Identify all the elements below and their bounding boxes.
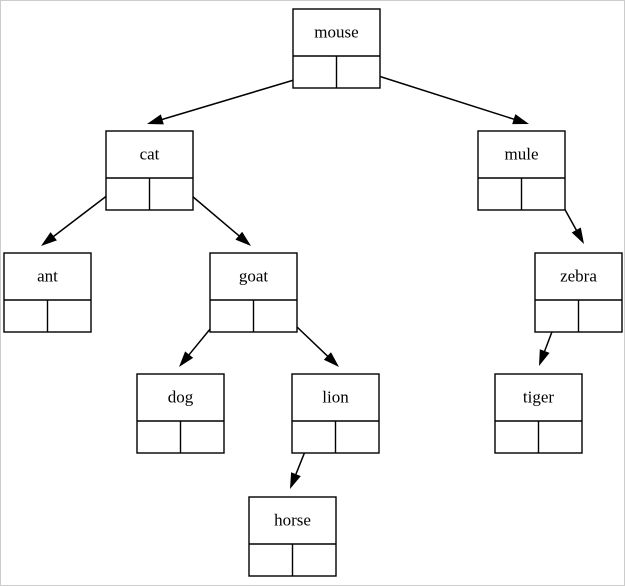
node-label-ant: ant [37, 266, 58, 285]
node-label-horse: horse [274, 510, 311, 529]
tree-node-tiger[interactable]: tiger [494, 373, 583, 454]
tree-node-horse[interactable]: horse [248, 496, 337, 577]
edge-mouse-to-mule [368, 72, 529, 125]
tree-node-mouse[interactable]: mouse [292, 8, 381, 89]
node-left-pointer-cell-lion[interactable] [292, 421, 336, 453]
node-right-pointer-cell-dog[interactable] [181, 421, 225, 453]
node-right-pointer-cell-zebra[interactable] [579, 300, 623, 332]
node-left-pointer-cell-cat[interactable] [106, 178, 150, 210]
tree-node-mule[interactable]: mule [477, 130, 566, 211]
nodes-layer: mouse cat mule ant goat zebra dog lion tiger hors… [3, 8, 623, 577]
tree-node-goat[interactable]: goat [209, 252, 298, 333]
node-left-pointer-cell-goat[interactable] [210, 300, 254, 332]
node-left-pointer-cell-mouse[interactable] [293, 56, 337, 88]
node-label-cat: cat [140, 144, 160, 163]
tree-node-lion[interactable]: lion [291, 373, 380, 454]
node-label-mule: mule [505, 144, 539, 163]
node-label-mouse: mouse [314, 22, 358, 41]
node-left-pointer-cell-dog[interactable] [137, 421, 181, 453]
tree-node-ant[interactable]: ant [3, 252, 92, 333]
node-left-pointer-cell-zebra[interactable] [535, 300, 579, 332]
node-label-tiger: tiger [523, 387, 554, 406]
edge-mouse-to-cat [147, 76, 305, 125]
node-right-pointer-cell-lion[interactable] [336, 421, 380, 453]
node-left-pointer-cell-tiger[interactable] [495, 421, 539, 453]
node-label-dog: dog [168, 387, 194, 406]
node-left-pointer-cell-ant[interactable] [4, 300, 48, 332]
tree-node-cat[interactable]: cat [105, 130, 194, 211]
node-right-pointer-cell-goat[interactable] [254, 300, 298, 332]
tree-node-dog[interactable]: dog [136, 373, 225, 454]
node-right-pointer-cell-cat[interactable] [150, 178, 194, 210]
node-label-zebra: zebra [560, 266, 597, 285]
node-left-pointer-cell-horse[interactable] [249, 544, 293, 576]
node-right-pointer-cell-ant[interactable] [48, 300, 92, 332]
node-left-pointer-cell-mule[interactable] [478, 178, 522, 210]
tree-node-zebra[interactable]: zebra [534, 252, 623, 333]
node-label-goat: goat [239, 266, 269, 285]
node-label-lion: lion [322, 387, 349, 406]
node-right-pointer-cell-tiger[interactable] [539, 421, 583, 453]
node-right-pointer-cell-mouse[interactable] [337, 56, 381, 88]
node-right-pointer-cell-mule[interactable] [522, 178, 566, 210]
node-right-pointer-cell-horse[interactable] [293, 544, 337, 576]
